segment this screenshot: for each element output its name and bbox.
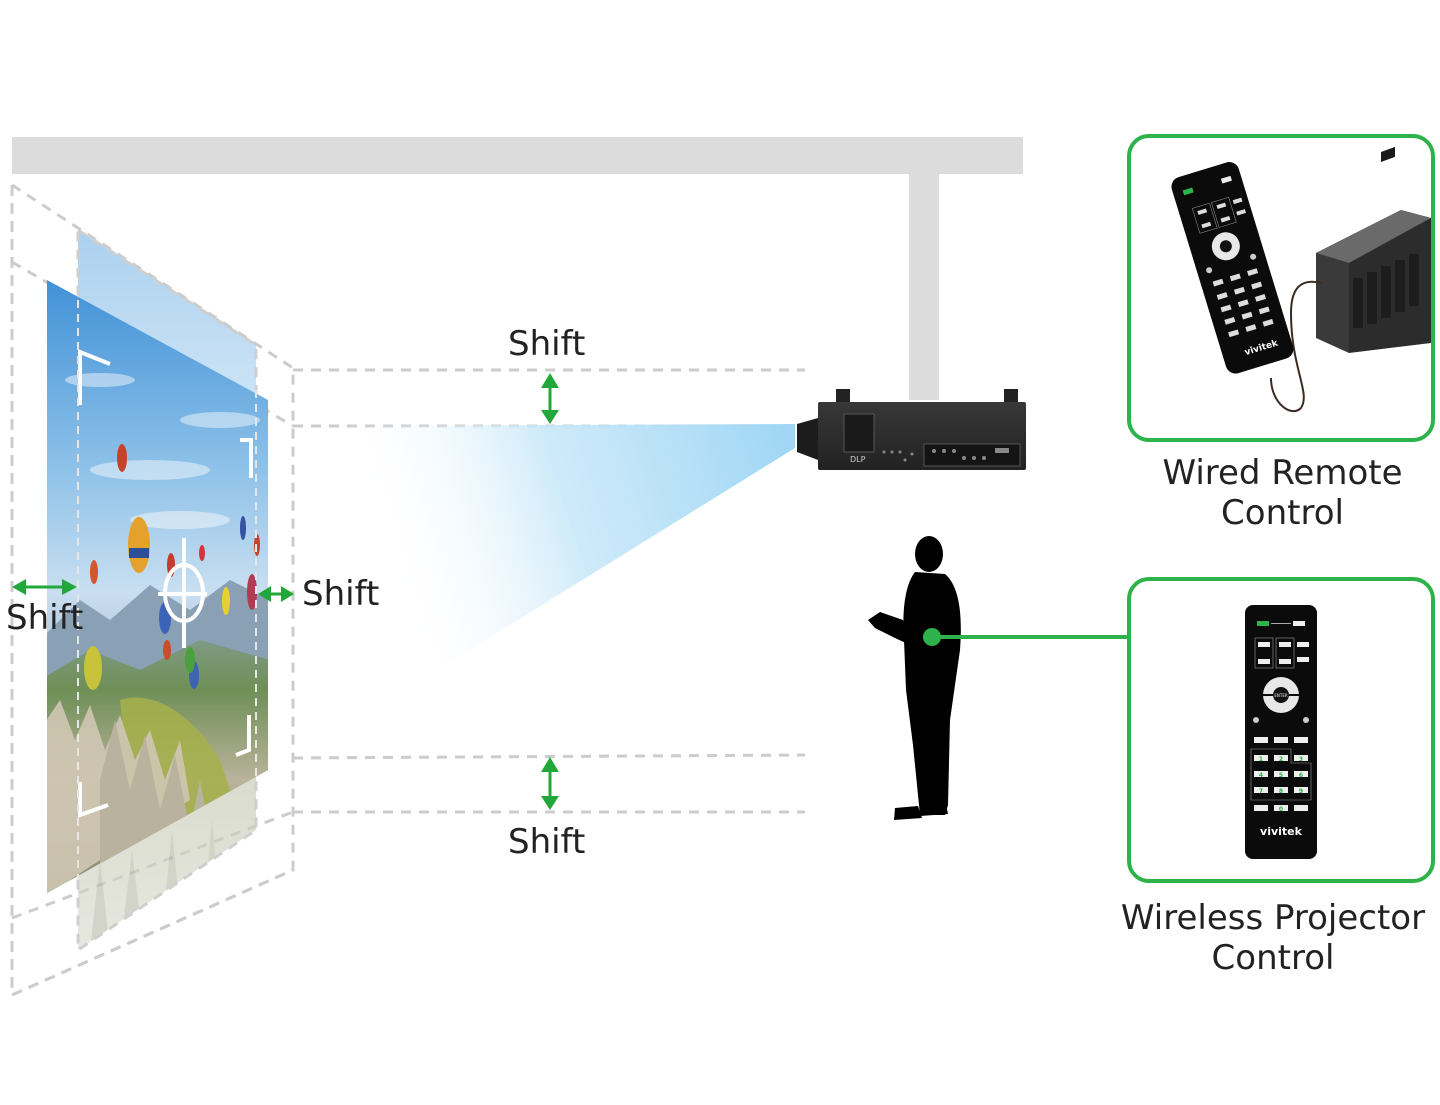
remote-off-button xyxy=(1293,621,1305,626)
projector-logo: DLP xyxy=(850,455,866,464)
remote-key-8: 8 xyxy=(1279,788,1283,795)
shift-label-left: Shift xyxy=(6,598,84,638)
projector: DLP xyxy=(797,389,1026,470)
wireless-caption-line-1: Wireless Projector xyxy=(1120,898,1426,938)
remote-key-3: 3 xyxy=(1299,756,1303,763)
balloons xyxy=(84,444,260,690)
remote-key-6: 6 xyxy=(1299,772,1303,779)
wireless-remote-caption: Wireless Projector Control xyxy=(1108,898,1438,978)
remote-key-4: 4 xyxy=(1259,772,1263,779)
wireless-remote-panel: ENTER 1 2 3 4 5 6 7 xyxy=(1127,577,1435,883)
remote-key-5: 5 xyxy=(1279,772,1283,779)
wired-caption-line-2: Control xyxy=(1221,493,1344,533)
remote-key-2: 2 xyxy=(1279,756,1283,763)
projector-box xyxy=(1316,146,1431,353)
shift-label-right: Shift xyxy=(302,574,380,614)
wireless-remote-illustration: ENTER 1 2 3 4 5 6 7 xyxy=(1245,605,1317,859)
wireless-connector xyxy=(923,628,1128,646)
shift-label-top: Shift xyxy=(508,324,586,364)
wired-caption-line-1: Wired Remote xyxy=(1162,453,1403,493)
wireless-caption-line-2: Control xyxy=(1211,938,1335,978)
ceiling-beam xyxy=(12,137,1023,174)
double-arrow-vertical-icon xyxy=(541,373,559,424)
person-silhouette xyxy=(868,536,961,820)
wired-remote-panel: vivitek xyxy=(1127,134,1435,442)
shift-arrows xyxy=(12,373,559,810)
wired-remote: vivitek xyxy=(1171,162,1294,374)
double-arrow-horizontal-icon xyxy=(12,579,77,595)
double-arrow-horizontal-icon xyxy=(258,586,294,602)
remote-key-1: 1 xyxy=(1259,756,1263,763)
wired-remote-caption: Wired Remote Control xyxy=(1130,453,1435,533)
remote-key-7: 7 xyxy=(1259,788,1263,795)
keystone-corner-markers xyxy=(78,349,253,818)
ceiling-mount-pole xyxy=(909,174,939,400)
projector-lens xyxy=(797,418,818,460)
wireless-remote-brand: vivitek xyxy=(1260,825,1303,838)
crosshair-icon xyxy=(158,538,207,648)
remote-cable xyxy=(1270,280,1322,413)
image-edge-guides xyxy=(77,300,257,880)
shift-label-bottom: Shift xyxy=(508,822,586,862)
projection-light-beam xyxy=(293,424,795,682)
remote-key-0: 0 xyxy=(1279,806,1283,813)
double-arrow-vertical-icon xyxy=(541,757,559,810)
wired-remote-illustration: vivitek xyxy=(1171,146,1431,413)
remote-on-button xyxy=(1257,621,1269,626)
wireless-remote: ENTER 1 2 3 4 5 6 7 xyxy=(1245,605,1317,859)
remote-key-9: 9 xyxy=(1299,788,1303,795)
remote-enter-label: ENTER xyxy=(1274,693,1287,698)
